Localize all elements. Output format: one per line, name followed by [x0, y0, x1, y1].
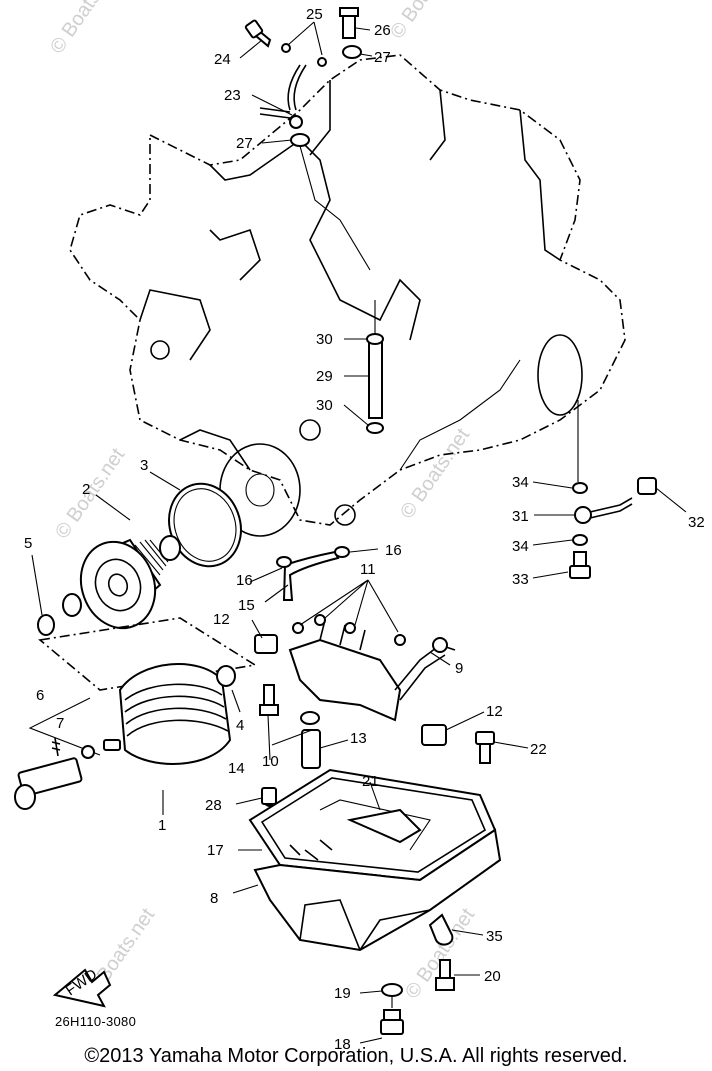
callout-4: 4 [236, 717, 244, 734]
callout-11: 11 [360, 561, 376, 578]
oil-strainer-manifold [254, 546, 456, 769]
callout-10: 10 [262, 753, 279, 770]
callout-2: 2 [82, 481, 90, 498]
callout-34b: 34 [512, 538, 529, 555]
callout-24: 24 [214, 51, 231, 68]
callout-33: 33 [512, 571, 529, 588]
callout-20: 20 [484, 968, 501, 985]
leader-lines [31, 21, 687, 1044]
callout-labels: 1 2 3 4 5 6 7 8 9 10 11 12 12 13 14 15 1… [24, 6, 705, 1053]
watermark: © Boats.net [46, 0, 124, 58]
crankcase-outline [69, 54, 626, 537]
callout-30a: 30 [316, 331, 333, 348]
callout-27a: 27 [374, 49, 391, 66]
callout-21: 21 [362, 773, 379, 790]
callout-31: 31 [512, 508, 529, 525]
callout-18: 18 [334, 1036, 351, 1053]
callout-12a: 12 [213, 611, 230, 628]
callout-14: 14 [228, 760, 245, 777]
callout-34a: 34 [512, 474, 529, 491]
callout-8: 8 [210, 890, 218, 907]
callout-3: 3 [140, 457, 148, 474]
callout-15: 15 [238, 597, 255, 614]
watermark: © Boats.net [396, 424, 474, 523]
callout-16a: 16 [236, 572, 253, 589]
oil-filter-cover [14, 663, 236, 810]
callout-35: 35 [486, 928, 503, 945]
fasteners [261, 731, 495, 1035]
callout-19: 19 [334, 985, 351, 1002]
callout-17: 17 [207, 842, 224, 859]
callout-32: 32 [688, 514, 705, 531]
copyright-notice: ©2013 Yamaha Motor Corporation, U.S.A. A… [84, 1045, 628, 1067]
callout-9: 9 [455, 660, 463, 677]
callout-22: 22 [530, 741, 547, 758]
oil-delivery-pipe-assembly [244, 7, 371, 271]
callout-27b: 27 [236, 135, 253, 152]
oil-filter-assembly [37, 482, 258, 691]
callout-5: 5 [24, 535, 32, 552]
callout-26: 26 [374, 22, 391, 39]
callout-29: 29 [316, 368, 333, 385]
callout-13: 13 [350, 730, 367, 747]
callout-7: 7 [56, 715, 64, 732]
callout-30b: 30 [316, 397, 333, 414]
watermark: © Boats.net [386, 0, 464, 43]
callout-25: 25 [306, 6, 323, 23]
drawing-code: 26H110-3080 [55, 1014, 137, 1029]
callout-16b: 16 [385, 542, 402, 559]
callout-6: 6 [36, 687, 44, 704]
callout-23: 23 [224, 87, 241, 104]
callout-1: 1 [158, 817, 166, 834]
oil-sensor-assembly [569, 400, 657, 579]
callout-28: 28 [205, 797, 222, 814]
callout-12b: 12 [486, 703, 503, 720]
